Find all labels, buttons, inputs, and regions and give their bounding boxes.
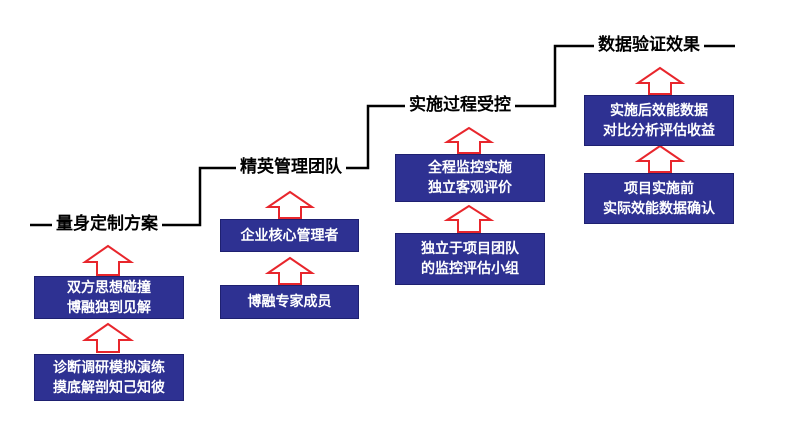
box-line: 项目实施前 (624, 180, 694, 197)
box-line: 实施后效能数据 (610, 102, 708, 119)
box-line: 全程监控实施 (428, 160, 512, 176)
box-line: 摸底解剖知己知彼 (53, 379, 165, 396)
step-2-box-lower: 博融专家成员 (220, 285, 359, 319)
step-3-box-upper: 全程监控实施 独立客观评价 (395, 154, 545, 202)
up-arrow-icon (634, 144, 686, 173)
step-1-box-upper: 双方思想碰撞 博融独到见解 (34, 276, 184, 319)
box-line: 独立客观评价 (428, 180, 512, 196)
box-line: 双方思想碰撞 (67, 279, 151, 296)
step-4-box-upper: 实施后效能数据 对比分析评估收益 (584, 95, 734, 146)
up-arrow-icon (81, 322, 135, 353)
box-line: 独立于项目团队 (421, 241, 519, 257)
box-line: 的监控评估小组 (421, 261, 519, 277)
step-2-box-upper: 企业核心管理者 (220, 219, 359, 252)
box-line: 企业核心管理者 (240, 227, 339, 244)
step-1-box-lower: 诊断调研模拟演练 摸底解剖知己知彼 (34, 354, 184, 401)
staircase-line (30, 44, 735, 227)
step-4-box-lower: 项目实施前 实际效能数据确认 (584, 173, 734, 224)
box-line: 博融独到见解 (67, 299, 151, 316)
box-line: 实际效能数据确认 (603, 200, 715, 217)
up-arrow-icon (634, 66, 686, 95)
box-line: 对比分析评估收益 (603, 122, 715, 139)
up-arrow-icon (264, 256, 316, 285)
step-title-2: 精英管理团队 (236, 156, 346, 178)
box-line: 博融专家成员 (247, 294, 332, 310)
up-arrow-icon (264, 190, 316, 219)
up-arrow-icon (443, 126, 495, 154)
step-3-box-lower: 独立于项目团队 的监控评估小组 (395, 233, 545, 285)
step-title-4: 数据验证效果 (594, 34, 704, 56)
step-title-1: 量身定制方案 (52, 213, 162, 235)
step-title-3: 实施过程受控 (405, 94, 515, 116)
box-line: 诊断调研模拟演练 (53, 359, 165, 376)
up-arrow-icon (443, 204, 495, 233)
up-arrow-icon (81, 244, 135, 276)
